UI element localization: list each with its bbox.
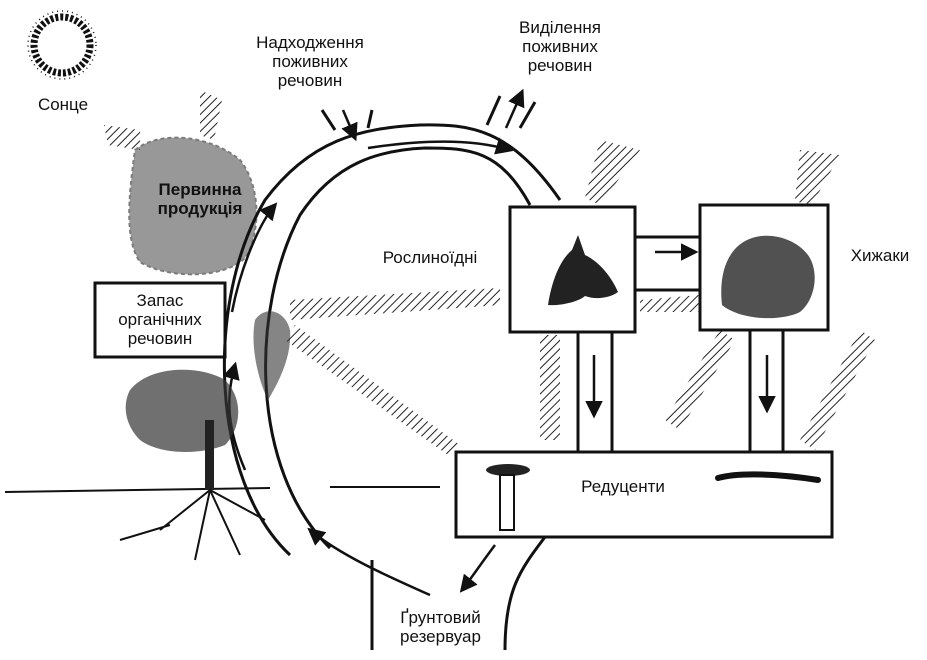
herbivores-label-text: Рослиноїдні <box>365 248 495 267</box>
nutrient-output-line-3: речовин <box>500 56 620 75</box>
soil-reservoir-line-2: резервуар <box>378 627 503 646</box>
organic-store-line-2: органічних <box>100 310 220 329</box>
organic-store-label: Запас органічних речовин <box>100 291 220 348</box>
nutrient-output-label: Виділення поживних речовин <box>500 18 620 75</box>
decomposers-label: Редуценти <box>568 477 678 496</box>
predators-label-text: Хижаки <box>840 246 920 265</box>
nutrient-input-line-1: Надходження <box>240 33 380 52</box>
nutrient-output-line-2: поживних <box>500 37 620 56</box>
sun-label: Сонце <box>33 95 93 114</box>
nutrient-input-line-3: речовин <box>240 71 380 90</box>
herbivore-to-predator-link <box>635 237 700 290</box>
nutrient-output-line-1: Виділення <box>500 18 620 37</box>
small-plant-icon <box>253 311 290 400</box>
primary-production-line-2: продукція <box>140 199 260 218</box>
nutrient-output-tube <box>487 92 535 128</box>
soil-reservoir-label: Ґрунтовий резервуар <box>378 608 503 646</box>
herbivores-label: Рослиноїдні <box>365 248 495 267</box>
sun-label-text: Сонце <box>33 95 93 114</box>
flow-to-decomposers <box>578 330 783 452</box>
primary-production-label: Первинна продукція <box>140 180 260 218</box>
ground-line <box>5 487 440 492</box>
organic-store-line-3: речовин <box>100 329 220 348</box>
primary-production-line-1: Первинна <box>140 180 260 199</box>
nutrient-input-label: Надходження поживних речовин <box>240 33 380 90</box>
sun-icon <box>28 11 96 79</box>
decomposers-label-text: Редуценти <box>568 477 678 496</box>
organic-store-line-1: Запас <box>100 291 220 310</box>
predators-label: Хижаки <box>840 246 920 265</box>
soil-reservoir-line-1: Ґрунтовий <box>378 608 503 627</box>
nutrient-input-line-2: поживних <box>240 52 380 71</box>
